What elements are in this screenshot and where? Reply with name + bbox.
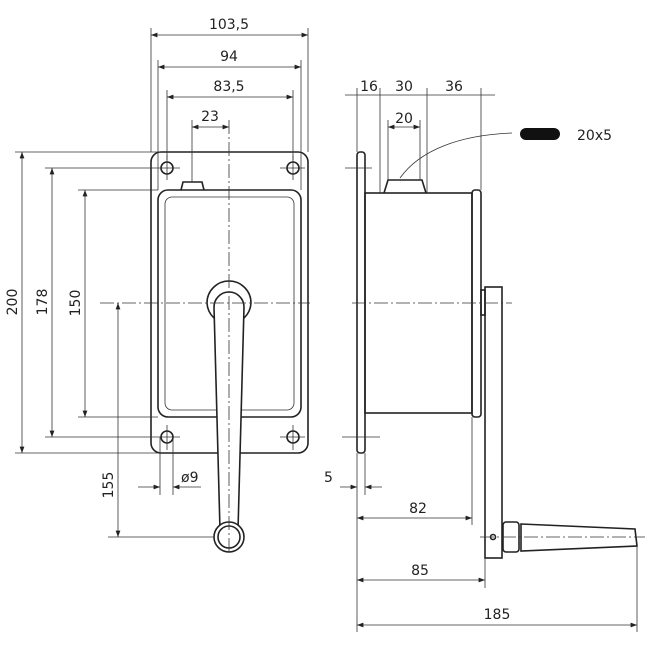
dim-30: 30 [395,79,413,95]
dim-hole-spacing-h: 83,5 [213,79,244,95]
dim-hole-spacing-v: 178 [35,289,51,316]
dim-frame-height: 150 [68,290,84,317]
handle-grip [520,523,638,552]
slot-symbol-icon [520,128,560,140]
bump [180,181,205,191]
leader-line [399,132,513,179]
dim-bump-offset: 23 [201,109,219,125]
dim-width-frame: 94 [220,49,238,65]
dim-82: 82 [409,501,427,517]
drum-flange [471,189,482,418]
dim-width-overall: 103,5 [209,17,249,33]
slot-callout-label: 20x5 [577,128,612,144]
dim-85: 85 [411,563,429,579]
dim-20: 20 [395,111,413,127]
dim-36: 36 [445,79,463,95]
dim-hole-diameter: ø9 [181,470,198,486]
dim-16: 16 [360,79,378,95]
front-view: 103,5 94 83,5 23 200 178 150 155 ø9 [5,17,310,555]
side-view: 16 30 36 20 20x5 5 82 85 185 [324,79,645,632]
dim-crank-length: 155 [101,472,117,499]
dim-plate-thickness: 5 [324,470,333,486]
slot-bump [383,179,427,194]
crank-arm-side [484,286,503,559]
mounting-plate [356,151,366,454]
dim-height-overall: 200 [5,289,21,316]
dim-185: 185 [484,607,511,623]
